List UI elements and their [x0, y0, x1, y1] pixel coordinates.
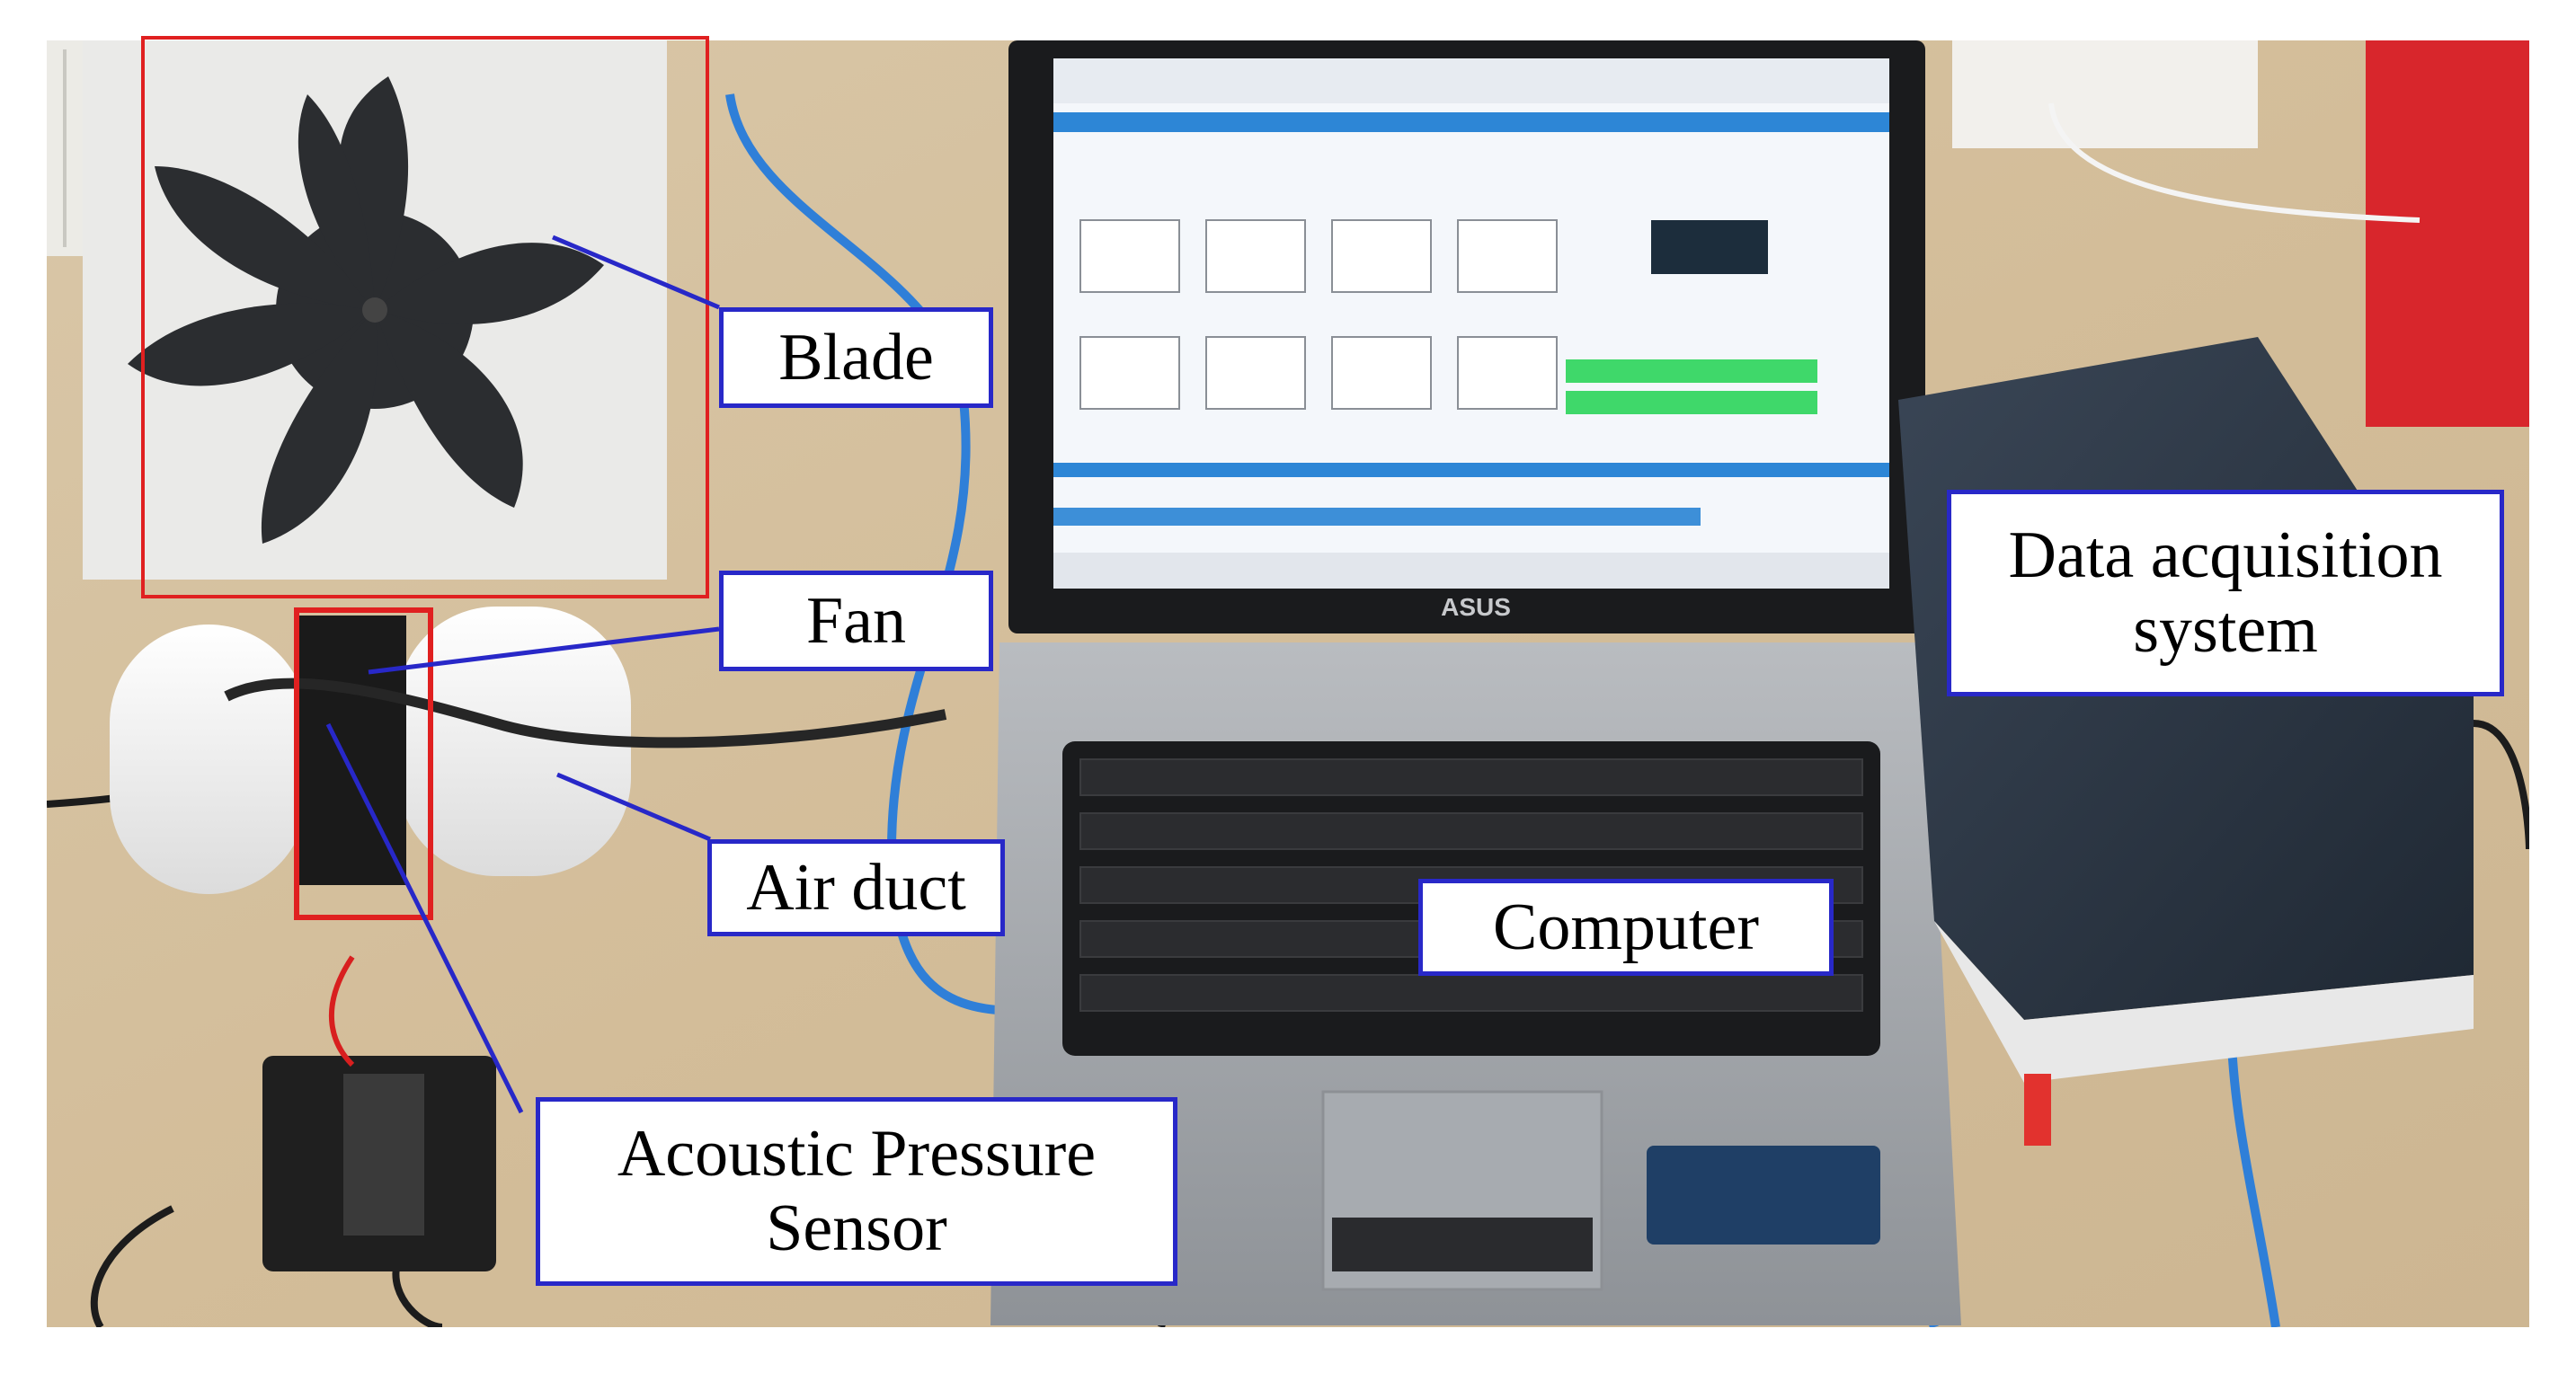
laptop-icon: ASUS [1008, 40, 1925, 633]
fan-label-text: Fan [806, 583, 906, 658]
blade-inset-frame [141, 36, 709, 598]
sensor-label-line1: Acoustic Pressure [617, 1117, 1097, 1191]
screen-plot-grid [1079, 219, 1558, 410]
fan-blade-inset [83, 40, 667, 580]
acoustic-pressure-sensor-label: Acoustic Pressure Sensor [536, 1097, 1177, 1286]
fan-label: Fan [719, 571, 993, 671]
data-acquisition-power-switch [2024, 1074, 2051, 1146]
white-device-top-right [1952, 40, 2258, 148]
fan-hub-cap [362, 297, 387, 323]
data-acquisition-label-line2: system [2133, 593, 2318, 667]
computer-label-text: Computer [1493, 890, 1759, 964]
screen-taskbar [1053, 553, 1889, 589]
air-duct-label-text: Air duct [746, 850, 966, 925]
screen-footer-bar [1053, 463, 1889, 477]
sensor-leader [325, 722, 524, 1114]
laptop-screen [1053, 58, 1889, 589]
blade-label: Blade [719, 307, 993, 408]
power-adapter-label [343, 1074, 424, 1236]
screen-status-green-1 [1566, 359, 1817, 383]
laptop-touchpad-buttons [1332, 1218, 1593, 1271]
screen-tab-strip [1053, 508, 1701, 526]
screen-status-green-2 [1566, 391, 1817, 414]
blade-leader [552, 235, 720, 310]
fan-highlight-box [294, 607, 433, 920]
fan-leader [368, 626, 720, 675]
air-duct-pipe-right [397, 607, 631, 876]
air-duct-label: Air duct [707, 839, 1005, 936]
screen-readout [1651, 220, 1768, 274]
fan-blade-icon [128, 76, 604, 544]
air-duct-assembly [110, 607, 947, 894]
screen-header-bar [1053, 112, 1889, 132]
laptop-sticker [1647, 1146, 1880, 1245]
laptop-brand-logo: ASUS [1441, 593, 1511, 621]
data-acquisition-label-line1: Data acquisition [2008, 518, 2443, 593]
power-adapter-icon [262, 1056, 496, 1271]
white-cable [2048, 102, 2421, 223]
sensor-label-line2: Sensor [766, 1191, 947, 1265]
data-acquisition-label: Data acquisition system [1947, 490, 2504, 696]
air-duct-pipe-left [110, 624, 307, 894]
red-object-top-right [2366, 40, 2529, 427]
air-duct-leader [556, 772, 711, 842]
blade-label-text: Blade [778, 320, 934, 394]
fan-housing [298, 616, 406, 885]
screen-toolbar [1053, 58, 1889, 103]
computer-label: Computer [1418, 879, 1834, 976]
red-power-wire [329, 955, 355, 1067]
